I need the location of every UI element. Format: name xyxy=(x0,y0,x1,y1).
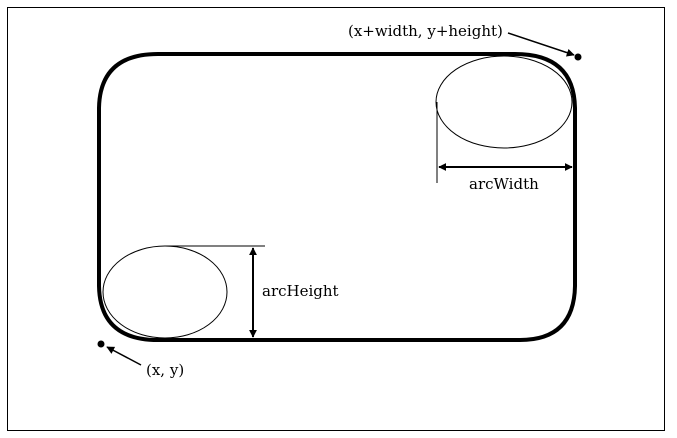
figure-frame xyxy=(7,7,665,431)
arc-width-label: arcWidth xyxy=(469,175,539,193)
arc-width-ellipse xyxy=(435,55,573,149)
origin-label: (x, y) xyxy=(146,361,184,379)
top-right-point xyxy=(574,53,582,61)
origin-pointer-arrow xyxy=(106,346,142,366)
origin-point xyxy=(97,340,105,348)
top-right-pointer-arrow xyxy=(507,32,575,57)
top-right-corner-label: (x+width, y+height) xyxy=(348,22,503,40)
rounded-rectangle-outline xyxy=(97,52,577,342)
arc-height-label: arcHeight xyxy=(262,282,339,300)
arc-height-ellipse xyxy=(102,245,228,339)
